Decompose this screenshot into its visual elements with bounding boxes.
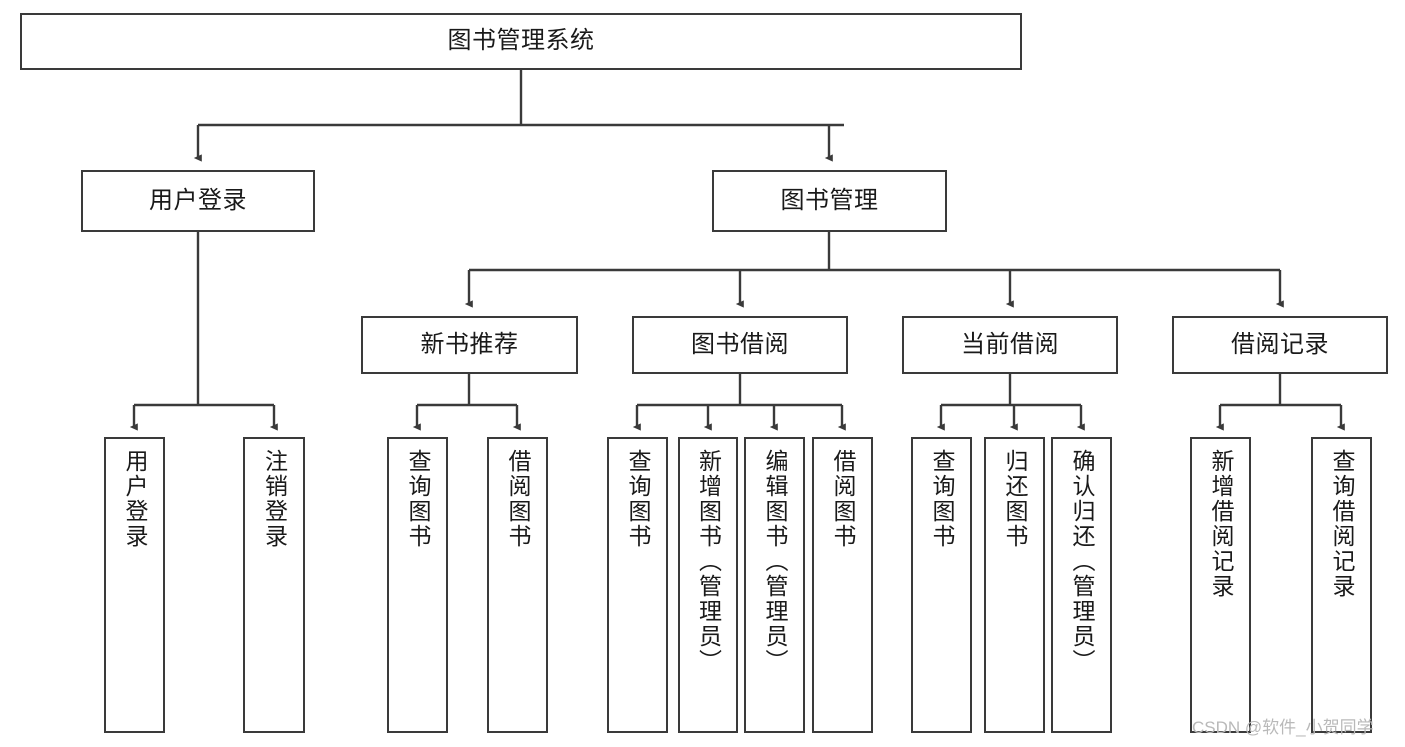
- node-leaf-query-book-current[interactable]: 查询图书: [911, 437, 972, 733]
- node-leaf-label: 用户登录: [122, 449, 148, 549]
- node-leaf-borrow-book[interactable]: 借阅图书: [812, 437, 873, 733]
- connectors-current-to-leaves: [936, 374, 1085, 431]
- node-leaf-label: 借阅图书: [505, 449, 531, 549]
- node-current-borrow[interactable]: 当前借阅: [902, 316, 1118, 374]
- node-user-login-label: 用户登录: [149, 186, 247, 214]
- connectors-borrow-to-leaves: [632, 374, 846, 431]
- node-leaf-label: 编辑图书（管理员）: [762, 449, 788, 674]
- node-book-management[interactable]: 图书管理: [712, 170, 947, 232]
- node-leaf-return-book[interactable]: 归还图书: [984, 437, 1045, 733]
- node-current-borrow-label: 当前借阅: [961, 330, 1059, 358]
- node-user-login[interactable]: 用户登录: [81, 170, 315, 232]
- node-new-book-recommend-label: 新书推荐: [420, 330, 519, 358]
- node-borrow-records-label: 借阅记录: [1231, 330, 1329, 358]
- node-leaf-label: 注销登录: [261, 449, 288, 549]
- node-leaf-label: 查询图书: [625, 449, 651, 549]
- node-leaf-label: 新增借阅记录: [1208, 449, 1234, 599]
- node-leaf-borrow-book-recommend[interactable]: 借阅图书: [487, 437, 548, 733]
- node-leaf-label: 查询图书: [929, 449, 955, 549]
- connectors-level2-to-level3: [464, 232, 1284, 308]
- node-leaf-confirm-return-admin[interactable]: 确认归还（管理员）: [1051, 437, 1112, 733]
- node-root-system[interactable]: 图书管理系统: [20, 13, 1022, 70]
- node-leaf-user-login[interactable]: 用户登录: [104, 437, 165, 733]
- node-leaf-label: 归还图书: [1002, 449, 1028, 549]
- node-leaf-label: 确认归还（管理员）: [1069, 449, 1095, 674]
- node-book-borrow-label: 图书借阅: [691, 330, 789, 358]
- node-new-book-recommend[interactable]: 新书推荐: [361, 316, 578, 374]
- node-leaf-query-book-borrow[interactable]: 查询图书: [607, 437, 668, 733]
- node-book-management-label: 图书管理: [780, 186, 879, 214]
- node-leaf-label: 查询图书: [405, 449, 431, 549]
- connectors-records-to-leaves: [1215, 374, 1345, 431]
- watermark-text: CSDN @软件_小贺同学: [1192, 718, 1374, 737]
- connectors-userlogin-to-leaves: [129, 232, 278, 431]
- node-leaf-add-book-admin[interactable]: 新增图书（管理员）: [678, 437, 738, 733]
- connectors-root-to-level2: [193, 70, 844, 162]
- node-book-borrow[interactable]: 图书借阅: [632, 316, 848, 374]
- node-leaf-logout[interactable]: 注销登录: [243, 437, 305, 733]
- node-leaf-query-book-recommend[interactable]: 查询图书: [387, 437, 448, 733]
- node-leaf-label: 新增图书（管理员）: [695, 449, 722, 674]
- node-leaf-query-borrow-record[interactable]: 查询借阅记录: [1311, 437, 1372, 733]
- node-leaf-label: 借阅图书: [830, 449, 856, 549]
- node-borrow-records[interactable]: 借阅记录: [1172, 316, 1388, 374]
- node-leaf-edit-book-admin[interactable]: 编辑图书（管理员）: [744, 437, 805, 733]
- node-root-label: 图书管理系统: [447, 27, 595, 55]
- connectors-newbook-to-leaves: [412, 374, 521, 431]
- node-leaf-add-borrow-record[interactable]: 新增借阅记录: [1190, 437, 1251, 733]
- node-leaf-label: 查询借阅记录: [1329, 449, 1355, 599]
